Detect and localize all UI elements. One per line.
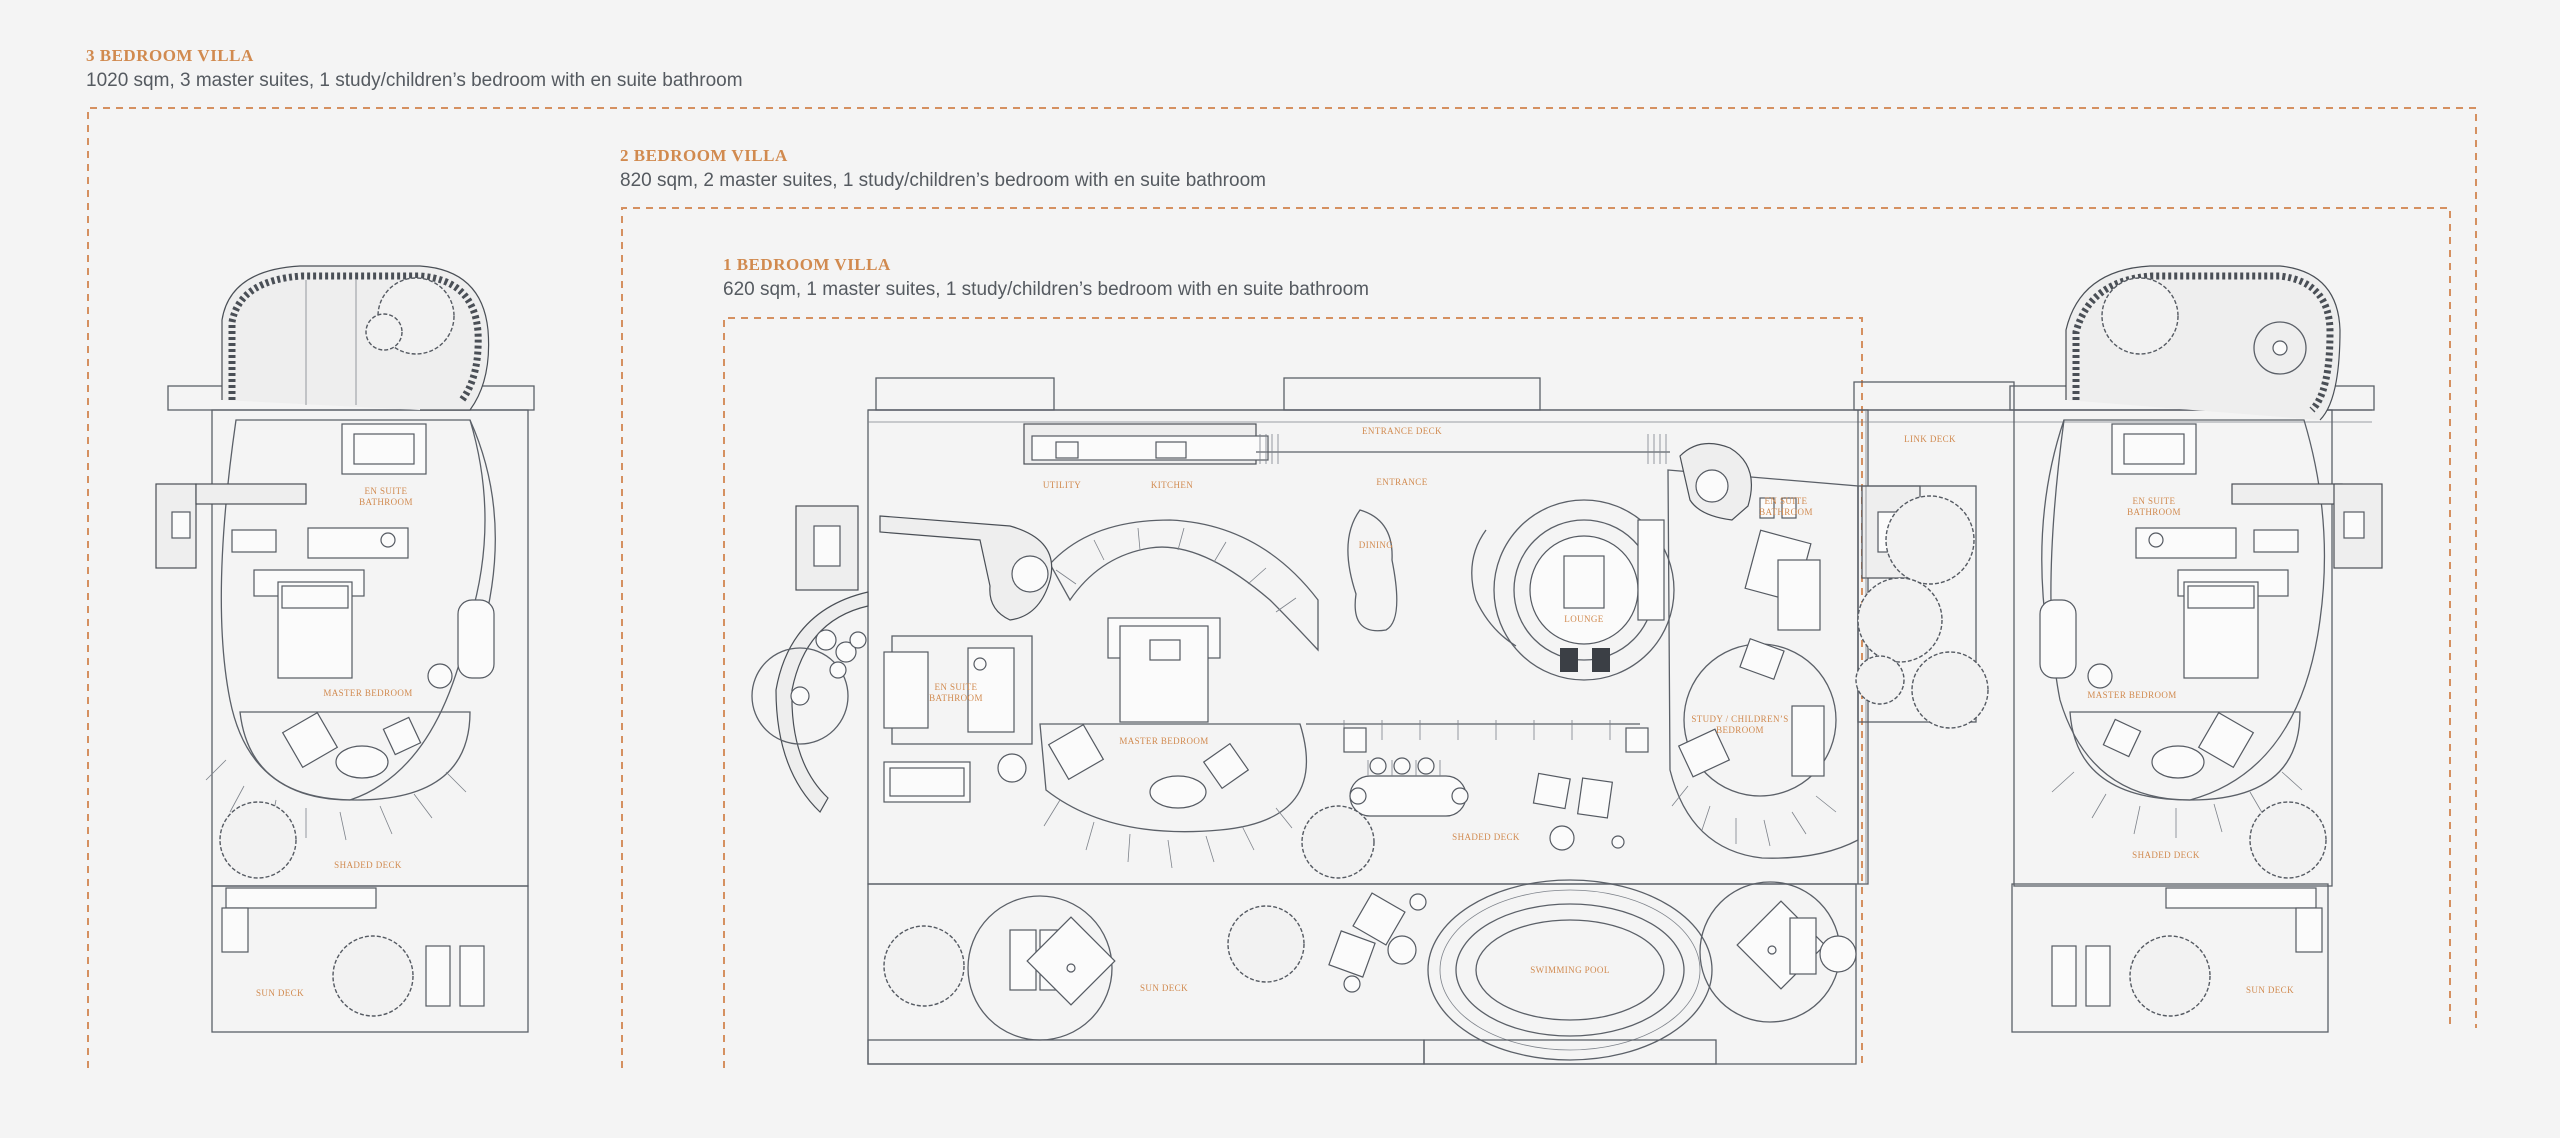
villa-2-description: 820 sqm, 2 master suites, 1 study/childr… bbox=[620, 170, 1266, 191]
label-left-sun-deck: SUN DECK bbox=[256, 988, 304, 998]
villa-2-header: 2 BEDROOM VILLA 820 sqm, 2 master suites… bbox=[620, 146, 1266, 192]
label-dining: DINING bbox=[1359, 540, 1393, 550]
link-tree-2 bbox=[1857, 577, 1943, 663]
left-wing bbox=[155, 265, 535, 1033]
center-tree-1 bbox=[1301, 805, 1375, 879]
center-master-bedroom-wall bbox=[1039, 723, 1308, 833]
left-lounger-circle bbox=[967, 895, 1113, 1041]
swimming-pool bbox=[1455, 903, 1685, 1037]
label-study-2: BEDROOM bbox=[1716, 725, 1764, 735]
label-right-en-suite-2: BATHROOM bbox=[1759, 507, 1813, 517]
label-study-1: STUDY / CHILDREN’S bbox=[1691, 714, 1788, 724]
link-deck bbox=[1857, 485, 1977, 723]
villa-3-title: 3 BEDROOM VILLA bbox=[86, 46, 254, 65]
label-left-master-bedroom: MASTER BEDROOM bbox=[323, 688, 412, 698]
right-outdoor-tub bbox=[2253, 321, 2307, 375]
right-tree-1 bbox=[2101, 277, 2179, 355]
center-house bbox=[751, 377, 2372, 1065]
label-left-en-suite-1: EN SUITE bbox=[365, 486, 408, 496]
label-right-en-suite-1: EN SUITE bbox=[1765, 496, 1808, 506]
label-left-shaded-deck: SHADED DECK bbox=[334, 860, 402, 870]
link-tree-1 bbox=[1885, 495, 1975, 585]
right-sun-deck-area bbox=[2011, 883, 2329, 1033]
label-center-sun-deck: SUN DECK bbox=[1140, 983, 1188, 993]
curved-wardrobe bbox=[1049, 519, 1319, 652]
center-tree-3 bbox=[1227, 905, 1305, 983]
villa-1-description: 620 sqm, 1 master suites, 1 study/childr… bbox=[723, 279, 1369, 300]
right-tree-2 bbox=[2249, 801, 2327, 879]
left-tree-3 bbox=[332, 935, 414, 1017]
center-stone-curve bbox=[775, 591, 869, 813]
label-link-deck: LINK DECK bbox=[1904, 434, 1956, 444]
right-wing bbox=[2009, 265, 2383, 1033]
label-left-en-suite-2: BATHROOM bbox=[359, 497, 413, 507]
lounge-round-wall bbox=[1493, 499, 1675, 681]
label-far-right-sun-deck: SUN DECK bbox=[2246, 985, 2294, 995]
label-center-en-suite-2: BATHROOM bbox=[929, 693, 983, 703]
left-bedroom-wall bbox=[220, 419, 486, 801]
swimming-pool-outer bbox=[1427, 879, 1713, 1061]
villa-1-header: 1 BEDROOM VILLA 620 sqm, 1 master suites… bbox=[723, 255, 1369, 301]
label-utility: UTILITY bbox=[1043, 480, 1081, 490]
label-far-right-en-suite-1: EN SUITE bbox=[2133, 496, 2176, 506]
link-tree-3 bbox=[1911, 651, 1989, 729]
villa-3-header: 3 BEDROOM VILLA 1020 sqm, 3 master suite… bbox=[86, 46, 743, 92]
study-suite-wall bbox=[1667, 469, 1859, 859]
villa-1-title: 1 BEDROOM VILLA bbox=[723, 255, 891, 274]
right-deck-area bbox=[2013, 409, 2333, 887]
label-kitchen: KITCHEN bbox=[1151, 480, 1193, 490]
dining-rug bbox=[1347, 509, 1398, 632]
label-lounge: LOUNGE bbox=[1564, 614, 1603, 624]
label-far-right-master-bedroom: MASTER BEDROOM bbox=[2087, 690, 2176, 700]
label-center-shaded-deck: SHADED DECK bbox=[1452, 832, 1520, 842]
label-swimming-pool: SWIMMING POOL bbox=[1530, 965, 1609, 975]
left-sun-deck-area bbox=[211, 885, 529, 1033]
label-center-en-suite-1: EN SUITE bbox=[935, 682, 978, 692]
dining-table bbox=[1349, 775, 1467, 817]
right-tree-3 bbox=[2129, 935, 2211, 1017]
villa-2-title: 2 BEDROOM VILLA bbox=[620, 146, 788, 165]
center-tree-2 bbox=[883, 925, 965, 1007]
label-far-right-shaded-deck: SHADED DECK bbox=[2132, 850, 2200, 860]
label-entrance: ENTRANCE bbox=[1376, 477, 1427, 487]
label-entrance-deck: ENTRANCE DECK bbox=[1362, 426, 1442, 436]
label-center-master-bedroom: MASTER BEDROOM bbox=[1119, 736, 1208, 746]
left-tree-2 bbox=[219, 801, 297, 879]
villa-3-description: 1020 sqm, 3 master suites, 1 study/child… bbox=[86, 70, 743, 91]
room-labels: EN SUITE BATHROOM MASTER BEDROOM SHADED … bbox=[256, 426, 2294, 998]
boundary-2-bedroom bbox=[621, 207, 2451, 1068]
label-far-right-en-suite-2: BATHROOM bbox=[2127, 507, 2181, 517]
